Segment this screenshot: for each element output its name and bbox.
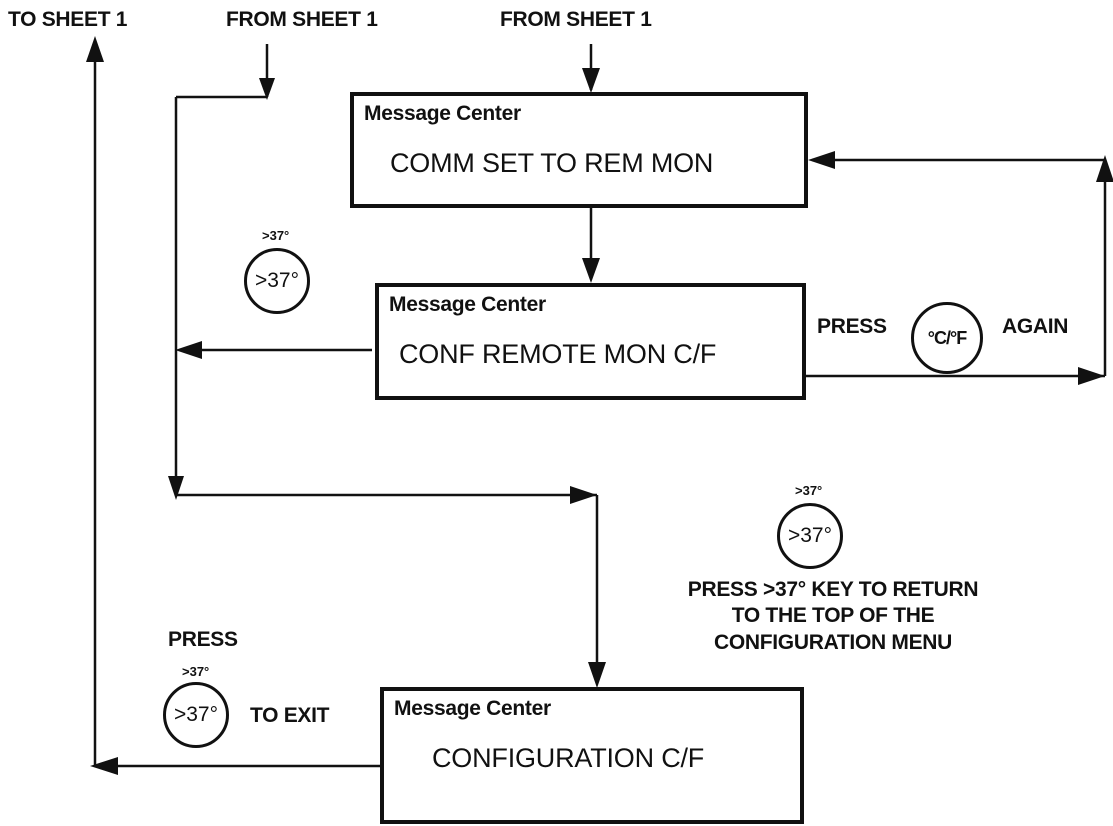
arrowhead-loop-right [1078,367,1105,385]
return-instruction-line-1: PRESS >37° KEY TO RETURN [687,578,979,601]
temp-key-caption: >37° [182,664,210,679]
to-sheet-1-label: TO SHEET 1 [8,8,128,31]
arrowhead-to-sheet [86,36,104,62]
from-sheet-1-left-label: FROM SHEET 1 [226,8,378,31]
to-exit-label: TO EXIT [250,704,330,727]
temp-key-caption: >37° [262,228,290,243]
temp-key-caption: >37° [795,483,823,498]
arrowhead-exit-left [90,757,118,775]
again-label: AGAIN [1002,315,1069,338]
message-text: CONFIGURATION C/F [432,743,705,773]
temp-key-label: >37° [173,703,219,726]
arrowhead-from-left [259,78,275,100]
arrowhead-loop-up [1096,155,1113,182]
temp-key-label: >37° [787,524,833,547]
return-instruction-line-2: TO THE TOP OF THE [731,604,935,627]
conf-remote-message-box: Message Center CONF REMOTE MON C/F [375,283,806,400]
message-center-header: Message Center [389,293,546,316]
cf-key-label: °C/°F [927,327,967,348]
cf-key-icon[interactable]: °C/°F [911,302,983,374]
comm-message-box: Message Center COMM SET TO REM MON [350,92,808,208]
from-sheet-1-right-label: FROM SHEET 1 [500,8,652,31]
temp-key-icon[interactable]: >37° [777,503,843,569]
arrowhead-conf-left [175,341,202,359]
arrowhead-config-down [588,662,606,688]
configuration-message-box: Message Center CONFIGURATION C/F [380,687,804,824]
temp-key-label: >37° [254,269,300,292]
message-text: CONF REMOTE MON C/F [399,339,717,369]
press-exit-label: PRESS [168,628,238,651]
temp-key-icon[interactable]: >37° [244,248,310,314]
message-text: COMM SET TO REM MON [390,148,714,178]
arrowhead-from-right [582,68,600,93]
temp-key-icon[interactable]: >37° [163,682,229,748]
arrowhead-comm-conf [582,258,600,283]
arrowhead-trunk-down [168,476,184,500]
message-center-header: Message Center [364,102,521,125]
arrowhead-trunk-right [570,486,597,504]
return-instruction-line-3: CONFIGURATION MENU [713,631,953,654]
message-center-header: Message Center [394,697,551,720]
press-cf-label: PRESS [817,315,887,338]
arrowhead-loop-back [808,151,835,169]
